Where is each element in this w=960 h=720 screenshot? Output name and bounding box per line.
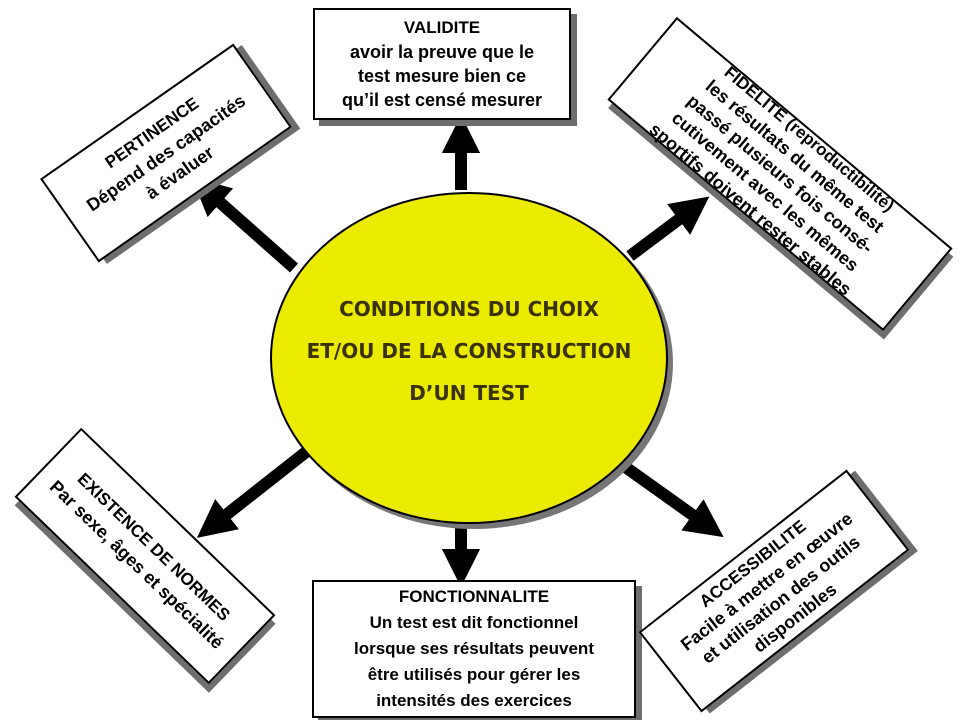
validite-line: qu’il est censé mesurer xyxy=(341,90,543,110)
fonctionnalite-title: FONCTIONNALITE xyxy=(398,587,550,606)
arrow-to-normes xyxy=(196,447,310,538)
validite-line: test mesure bien ce xyxy=(357,66,527,86)
validite-line: avoir la preuve que le xyxy=(349,42,535,62)
fonctionnalite-box: FONCTIONNALITE Un test est dit fonctionn… xyxy=(312,580,636,718)
central-title-line-2: ET/OU DE LA CONSTRUCTION xyxy=(306,339,632,363)
central-title: CONDITIONS DU CHOIX ET/OU DE LA CONSTRUC… xyxy=(270,288,668,414)
validite-title: VALIDITE xyxy=(403,18,481,37)
fonctionnalite-line: intensités des exercices xyxy=(376,691,572,710)
validite-box: VALIDITE avoir la preuve que le test mes… xyxy=(313,8,571,120)
fonctionnalite-line: être utilisés pour gérer les xyxy=(367,665,581,684)
central-ellipse xyxy=(270,192,668,524)
arrow-to-accessibilite xyxy=(606,451,724,538)
central-title-line-3: D’UN TEST xyxy=(409,381,529,405)
arrow-to-fidelite xyxy=(626,196,710,261)
fonctionnalite-line: Un test est dit fonctionnel xyxy=(369,613,579,632)
fonctionnalite-line: lorsque ses résultats peuvent xyxy=(354,639,594,658)
central-title-line-1: CONDITIONS DU CHOIX xyxy=(339,297,599,321)
arrow-to-pertinence xyxy=(191,177,298,273)
